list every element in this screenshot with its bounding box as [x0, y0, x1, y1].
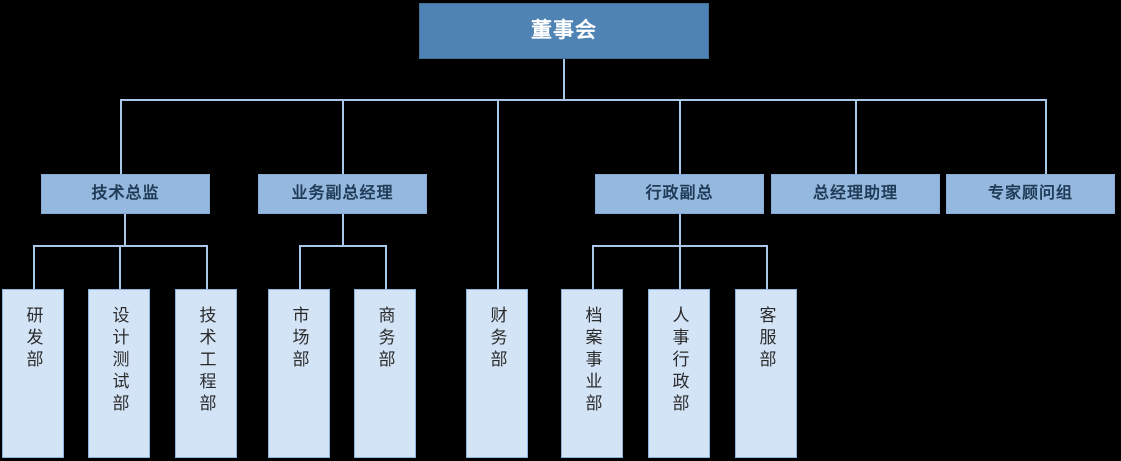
connector-main-bus: [120, 99, 1046, 101]
connector-stem-tech-director: [124, 214, 126, 246]
node-business-vice-gm[interactable]: 业务副总经理: [258, 174, 427, 214]
node-rd-department[interactable]: 研发部: [2, 289, 64, 458]
connector-stem-admin-vp: [679, 214, 681, 246]
node-label: 档案事业部: [582, 306, 602, 416]
node-archive-department[interactable]: 档案事业部: [561, 289, 623, 458]
node-hr-admin-department[interactable]: 人事行政部: [648, 289, 710, 458]
connector-drop-design-test-dept: [119, 245, 121, 289]
node-label: 董事会: [531, 18, 597, 42]
node-label: 财务部: [487, 306, 507, 372]
connector-drop-hr-admin-dept: [679, 245, 681, 289]
node-label: 技术总监: [91, 185, 160, 202]
node-label: 研发部: [23, 306, 43, 372]
node-gm-assistant[interactable]: 总经理助理: [771, 174, 940, 214]
node-label: 市场部: [289, 306, 309, 372]
connector-drop-tech-eng-dept: [206, 245, 208, 289]
node-business-department[interactable]: 商务部: [354, 289, 416, 458]
node-design-test-department[interactable]: 设计测试部: [88, 289, 150, 458]
connector-drop-archive-dept: [592, 245, 594, 289]
node-label: 设计测试部: [109, 306, 129, 416]
node-label: 人事行政部: [669, 306, 689, 416]
node-board-of-directors[interactable]: 董事会: [419, 3, 709, 59]
connector-drop-tech-director: [120, 99, 122, 174]
node-expert-advisory-group[interactable]: 专家顾问组: [946, 174, 1115, 214]
connector-drop-rd-dept: [33, 245, 35, 289]
node-label: 商务部: [375, 306, 395, 372]
node-label: 专家顾问组: [987, 185, 1073, 202]
node-tech-engineering-department[interactable]: 技术工程部: [175, 289, 237, 458]
connector-drop-biz-vp: [342, 99, 344, 174]
connector-bus-biz-vp: [299, 245, 386, 247]
node-label: 行政副总: [645, 185, 714, 202]
node-label: 技术工程部: [196, 306, 216, 416]
connector-drop-gm-assistant: [855, 99, 857, 174]
connector-root-stem: [563, 58, 565, 100]
node-marketing-department[interactable]: 市场部: [268, 289, 330, 458]
node-admin-vice-gm[interactable]: 行政副总: [595, 174, 764, 214]
connector-drop-market-dept: [299, 245, 301, 289]
node-customer-service-department[interactable]: 客服部: [735, 289, 797, 458]
node-label: 业务副总经理: [291, 185, 394, 202]
connector-drop-finance-dept: [497, 99, 499, 289]
connector-drop-admin-vp: [679, 99, 681, 174]
node-label: 总经理助理: [812, 185, 898, 202]
connector-drop-business-dept: [385, 245, 387, 289]
node-label: 客服部: [756, 306, 776, 372]
node-finance-department[interactable]: 财务部: [466, 289, 528, 458]
connector-drop-expert-group: [1045, 99, 1047, 174]
connector-stem-biz-vp: [342, 214, 344, 246]
node-tech-director[interactable]: 技术总监: [41, 174, 210, 214]
connector-drop-service-dept: [766, 245, 768, 289]
